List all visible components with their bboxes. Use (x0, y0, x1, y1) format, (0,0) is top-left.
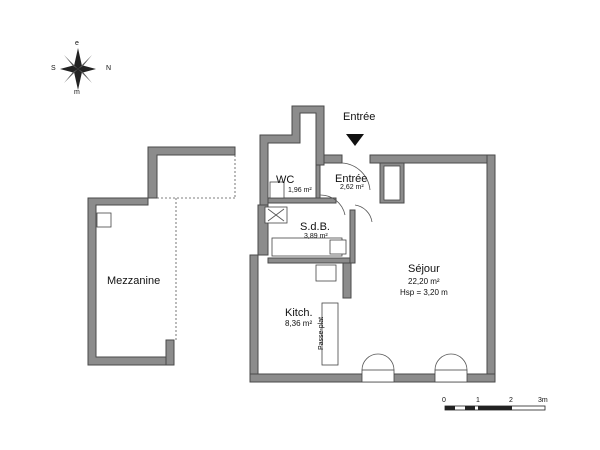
compass-north-label: N (106, 65, 112, 72)
sejour-height: Hsp = 3,20 m (400, 288, 448, 297)
scale-bar (444, 405, 546, 411)
scale-label-2: 2 (509, 397, 513, 404)
entree-area: 2,62 m² (340, 184, 364, 191)
passe-plat-label: Passe-plat (318, 316, 326, 351)
compass-west-label: m (74, 89, 80, 96)
entree-name: Entrée (335, 173, 368, 185)
sink-icon (329, 239, 347, 255)
toilet-icon (269, 181, 285, 199)
sejour-area: 22,20 m² (408, 277, 440, 286)
compass-rose-icon (60, 48, 96, 90)
compass-south-label: S (51, 65, 56, 72)
mezzanine-name: Mezzanine (107, 275, 161, 287)
sdb-name: S.d.B. (300, 221, 330, 233)
scale-label-1: 1 (476, 397, 480, 404)
kitchen-area: 8,36 m² (285, 319, 313, 328)
entrance-arrow-icon (346, 134, 364, 146)
fixtures (264, 181, 347, 366)
scale-label-0: 0 (442, 397, 446, 404)
kitchen-name: Kitch. (285, 307, 313, 319)
stove-icon (315, 264, 337, 282)
wc-name: WC (276, 174, 295, 186)
wc-area: 1,96 m² (288, 187, 312, 194)
scale-label-3: 3m (538, 397, 548, 404)
mezzanine-walls (87, 146, 236, 366)
sejour-name: Séjour (408, 263, 440, 275)
windows (319, 162, 468, 383)
entrance-label: Entrée (343, 111, 376, 123)
passe-plat-counter (321, 302, 339, 366)
sdb-area: 3,89 m² (304, 233, 328, 240)
compass-east-label: e (75, 40, 79, 47)
